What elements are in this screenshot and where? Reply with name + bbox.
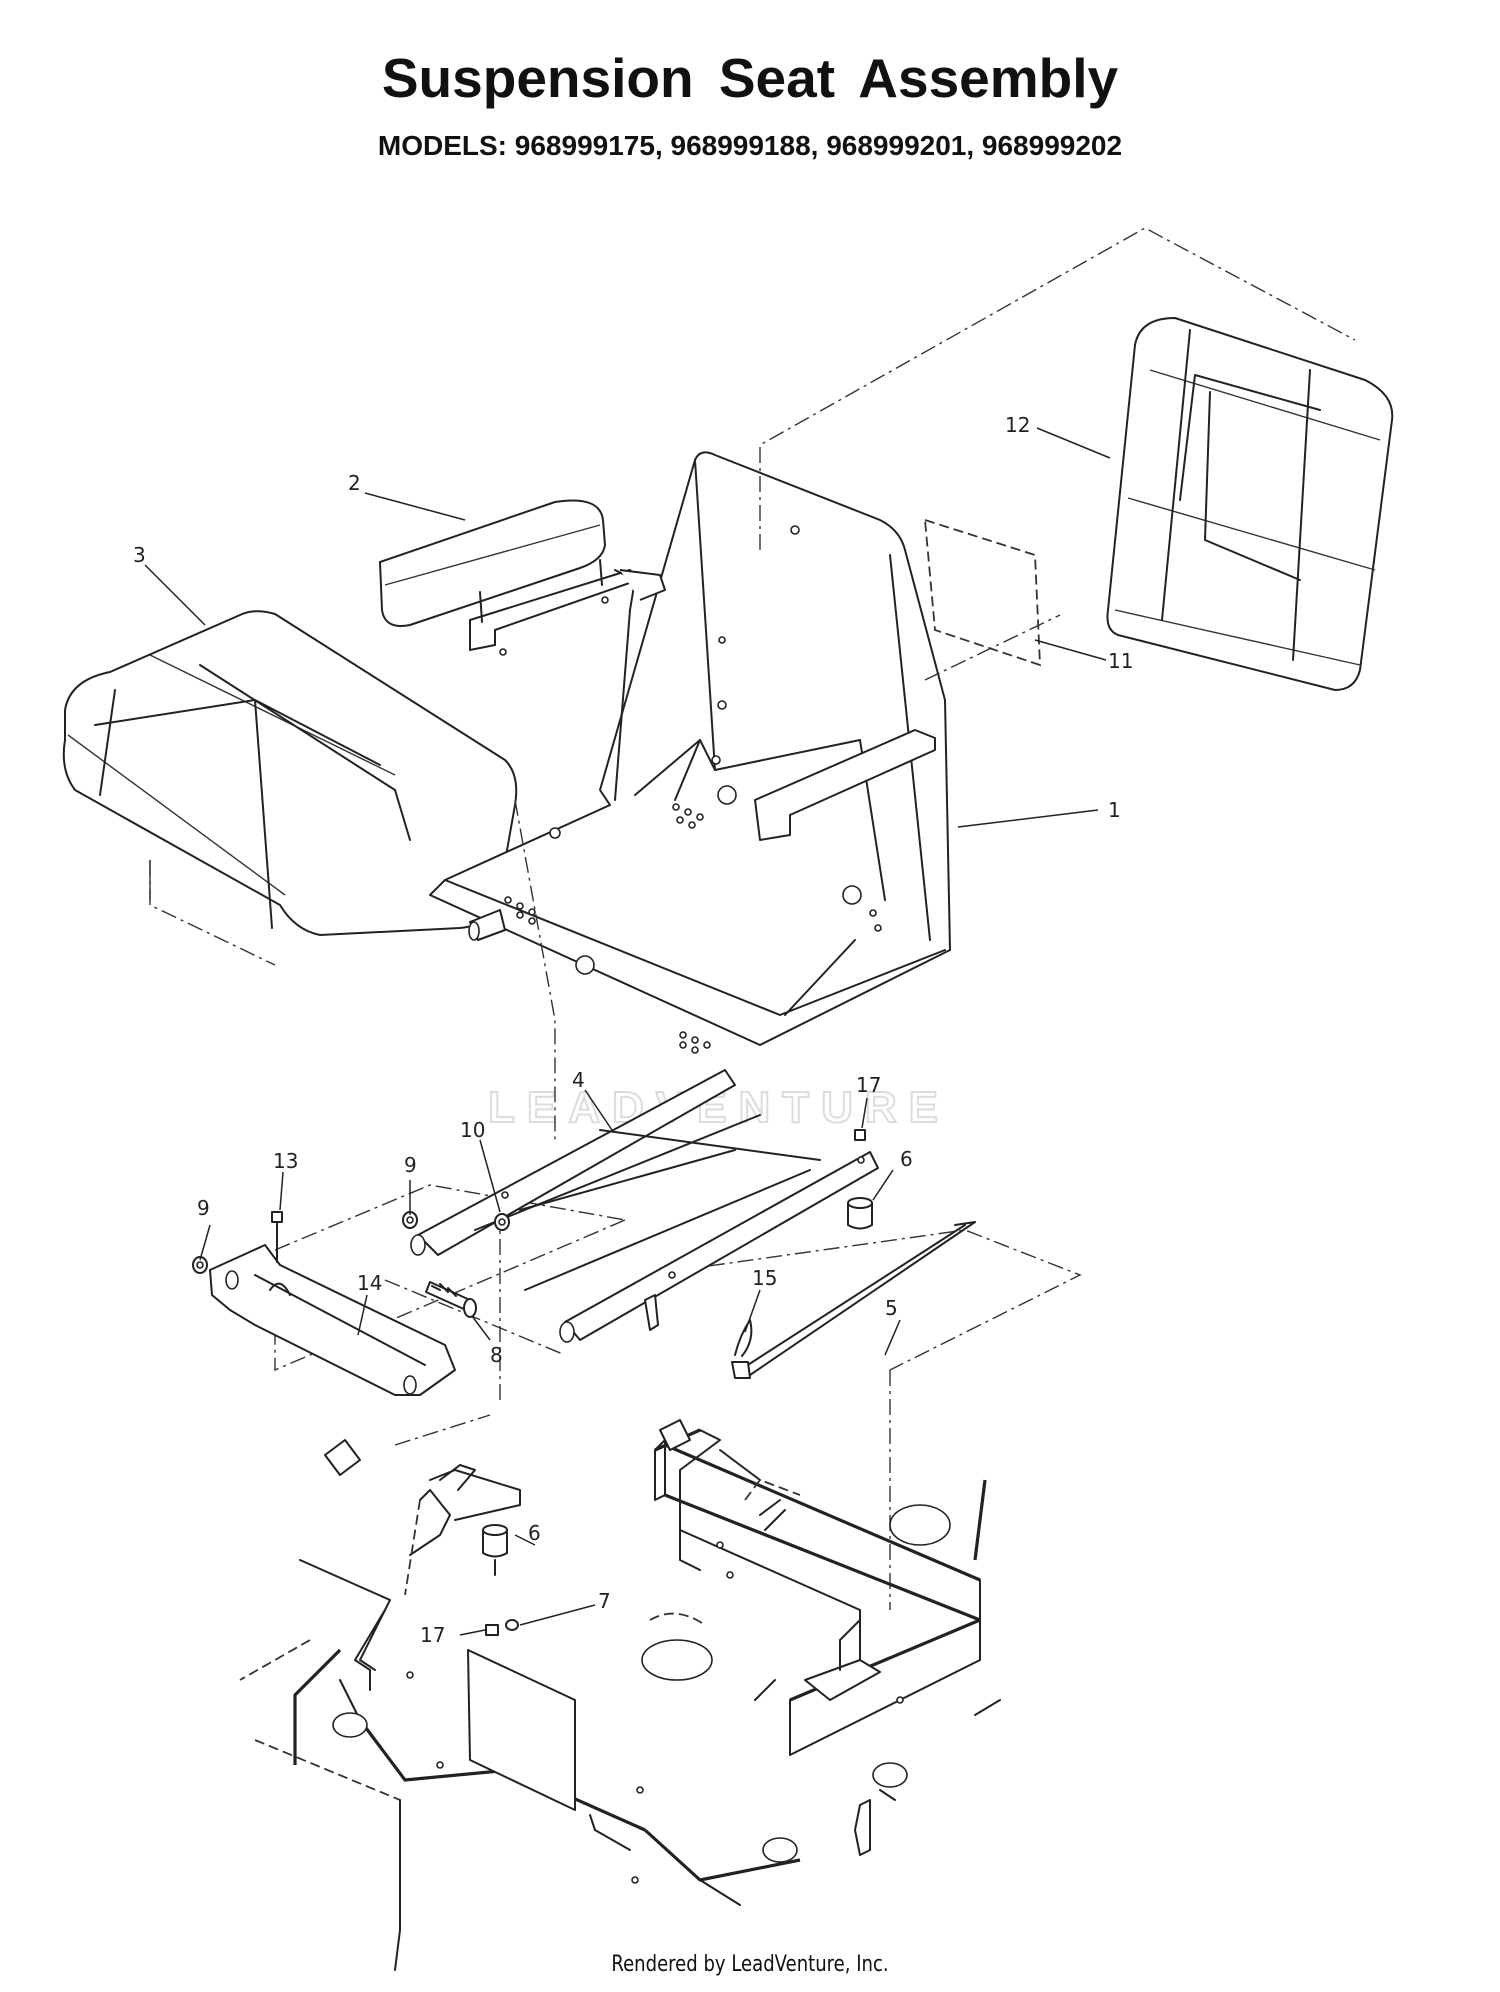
- assembly-guide-lines: [274, 227, 1356, 1610]
- callout-13: 13: [273, 1149, 298, 1173]
- callout-14: 14: [357, 1271, 382, 1295]
- page-title: Suspension Seat Assembly: [381, 47, 1119, 109]
- part-7-washer: [505, 1619, 519, 1631]
- part-10-nut: [494, 1213, 510, 1231]
- part-17-nut-upper: [854, 1129, 866, 1141]
- leader-lines: [144, 427, 1111, 1636]
- part-3-seat-cushion: [62, 610, 518, 966]
- callout-3: 3: [133, 543, 146, 567]
- callout-15: 15: [752, 1266, 777, 1290]
- part-2-armrest-pad: [379, 499, 639, 656]
- mower-frame: [239, 1419, 1001, 1971]
- part-6-bumper-lower: [482, 1524, 508, 1576]
- callout-17-upper: 17: [856, 1073, 881, 1097]
- callout-8: 8: [490, 1343, 503, 1367]
- models-subtitle: MODELS: 968999175, 968999188, 968999201,…: [377, 130, 1123, 161]
- callout-9-right: 9: [404, 1153, 417, 1177]
- part-15-hair-pin: [734, 1319, 753, 1357]
- part-14-pivot-bracket: [209, 1244, 456, 1396]
- callout-labels: 1 2 3 4 5 6 6 7 8 9 9 10 11 12 13 14 15 …: [133, 413, 1133, 1647]
- callout-17-lower: 17: [420, 1623, 445, 1647]
- callout-1: 1: [1108, 798, 1121, 822]
- part-11-back-pad: [923, 518, 1041, 667]
- callout-11: 11: [1108, 649, 1133, 673]
- callout-5: 5: [885, 1296, 898, 1320]
- callout-9-left: 9: [197, 1196, 210, 1220]
- part-13-bolt: [271, 1211, 283, 1263]
- part-6-bumper-upper: [847, 1197, 873, 1230]
- part-12-backrest-cushion: [1106, 317, 1394, 691]
- part-9-nut-left: [192, 1256, 208, 1274]
- callout-2: 2: [348, 471, 361, 495]
- callout-6-lower: 6: [528, 1521, 541, 1545]
- callout-4: 4: [572, 1068, 585, 1092]
- part-5-rod: [731, 1221, 976, 1379]
- callout-10: 10: [460, 1118, 485, 1142]
- callout-12: 12: [1005, 413, 1030, 437]
- part-17-nut-lower: [485, 1624, 499, 1636]
- part-4-slide-frame: [410, 1069, 879, 1343]
- callout-6-upper: 6: [900, 1147, 913, 1171]
- callout-7: 7: [598, 1589, 611, 1613]
- part-1-seat-frame: [429, 451, 951, 1054]
- footer-credit: Rendered by LeadVenture, Inc.: [611, 1952, 889, 1977]
- part-8-clevis-pin: [425, 1281, 477, 1318]
